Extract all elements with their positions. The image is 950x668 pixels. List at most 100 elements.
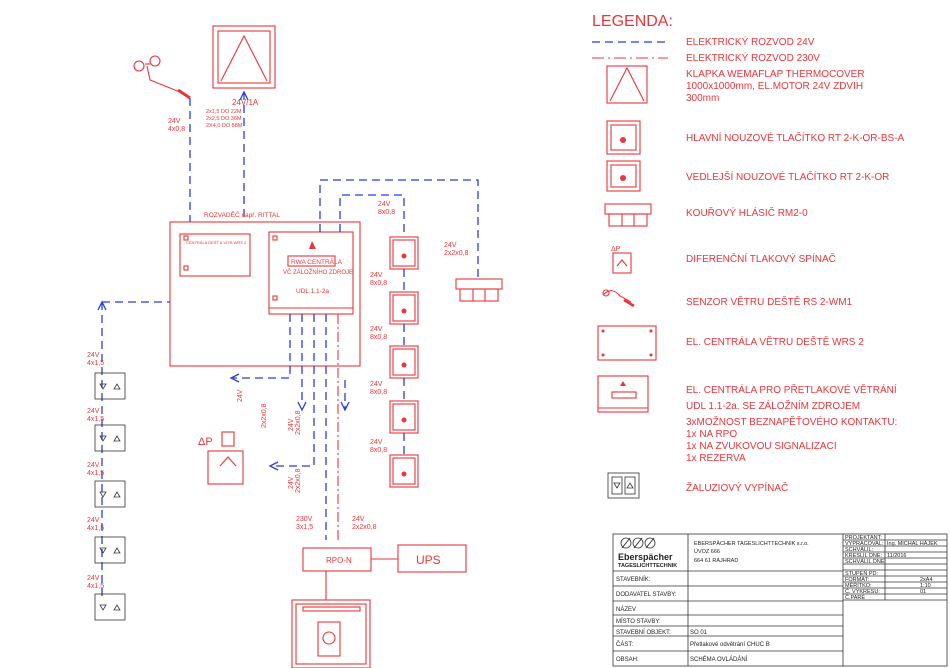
pressure-switch	[207, 450, 244, 485]
svg-text:3x1,5: 3x1,5	[296, 524, 313, 531]
svg-text:ÚVOZ 666: ÚVOZ 666	[694, 548, 720, 555]
legend: LEGENDA: ELEKTRICKÝ ROZVOD 24V ELEKTRICK…	[592, 13, 905, 499]
flap-rating: 24V/1A	[232, 98, 259, 107]
rwa-label-1: RWA CENTRÁLA	[291, 257, 343, 266]
svg-text:FORMÁT:: FORMÁT:	[845, 576, 870, 583]
svg-text:DODAVATEL STAVBY:: DODAVATEL STAVBY:	[616, 592, 677, 598]
sensor-voltage: 24V	[168, 118, 181, 125]
svg-text:EBERSPÄCHER TAGESLICHTTECHNIK: EBERSPÄCHER TAGESLICHTTECHNIK s.r.o.	[694, 540, 809, 547]
svg-text:11/2016: 11/2016	[887, 553, 906, 559]
svg-text:PROJEKTANT:: PROJEKTANT:	[845, 535, 882, 541]
legend-item-flap-3: 300mm	[686, 93, 719, 104]
legend-item-flap-2: 1000x1000mm, EL.MOTOR 24V ZDVIH	[686, 81, 863, 92]
svg-text:Č. VÝKRESU:: Č. VÝKRESU:	[845, 588, 880, 595]
smoke-detector-symbol	[604, 203, 652, 227]
svg-text:24V: 24V	[444, 242, 457, 249]
legend-item-230v: ELEKTRICKÝ ROZVOD 230V	[686, 51, 820, 64]
svg-text:2xA4: 2xA4	[920, 577, 933, 583]
svg-text:TAGESLICHTTECHNIK: TAGESLICHTTECHNIK	[618, 563, 677, 569]
legend-item-blind-switch: ŽALUZIOVÝ VYPÍNAČ	[686, 481, 788, 494]
svg-text:2x2x0,8: 2x2x0,8	[352, 524, 377, 531]
svg-text:STUPEŇ PD:: STUPEŇ PD:	[845, 570, 878, 577]
svg-text:8x0,8: 8x0,8	[370, 389, 387, 396]
smoke-flap	[212, 25, 276, 89]
fan-unit	[291, 571, 371, 668]
svg-text:4x1,5: 4x1,5	[87, 360, 104, 367]
svg-text:NÁZEV: NÁZEV	[616, 606, 636, 613]
svg-text:24V: 24V	[370, 326, 383, 333]
pressure-switch-symbol: ΔP	[611, 246, 632, 274]
rwa-central	[268, 231, 354, 315]
svg-text:664 61 RAJHRAD: 664 61 RAJHRAD	[694, 558, 738, 564]
wire-buttons	[339, 194, 405, 236]
svg-text:24V: 24V	[87, 462, 100, 469]
company-logo: Eberspächer TAGESLICHTTECHNIK	[618, 537, 677, 569]
svg-text:24V: 24V	[352, 516, 365, 523]
wrs-label: CENTRÁLA DEŠŤ A VÍTR WRS 2	[186, 240, 247, 245]
flap-cable-1: 2x1,5 DO 22M	[206, 109, 242, 115]
main-button-symbol	[606, 120, 641, 155]
emergency-buttons	[389, 236, 419, 488]
legend-item-rwa-3: 3xMOŽNOST BEZNAPĚŤOVÉHO KONTAKTU:	[686, 415, 897, 428]
svg-text:Ing. MICHAL HÁJEK: Ing. MICHAL HÁJEK	[887, 540, 938, 547]
svg-text:24V: 24V	[378, 201, 391, 208]
legend-item-rwa-2: UDL 1.1-2a. SE ZÁLOŽNÍM ZDROJEM	[686, 399, 860, 412]
legend-item-wind-central: EL. CENTRÁLA VĚTRU DEŠTĚ WRS 2	[686, 335, 864, 348]
legend-item-rwa-5: 1x NA ZVUKOVOU SIGNALIZACI	[686, 441, 837, 452]
legend-item-rwa-4: 1x NA RPO	[686, 429, 737, 440]
legend-item-rwa-6: 1x REZERVA	[686, 453, 746, 464]
svg-text:24V: 24V	[370, 272, 383, 279]
svg-text:24V: 24V	[87, 517, 100, 524]
ups-label: UPS	[416, 553, 441, 567]
rpo-label: RPO-N	[326, 556, 352, 565]
svg-text:24V: 24V	[87, 408, 100, 415]
wire-smoke-detector	[319, 179, 479, 278]
svg-text:2x2x0,8: 2x2x0,8	[261, 403, 268, 428]
svg-text:2x2x0,8: 2x2x0,8	[295, 468, 302, 493]
svg-text:4x1,5: 4x1,5	[87, 583, 104, 590]
svg-text:SCHVÁLIL:: SCHVÁLIL:	[845, 546, 874, 553]
svg-text:4x1,5: 4x1,5	[87, 525, 104, 532]
pressure-switch-label: ΔP	[198, 436, 213, 448]
schematic: 24V/1A 2x1,5 DO 22M 2x2,5 DO 36M 2X4,0 D…	[87, 25, 503, 668]
svg-text:MĚŘÍTKO:: MĚŘÍTKO:	[845, 581, 872, 589]
svg-text:8x0,8: 8x0,8	[370, 447, 387, 454]
rwa-central-symbol	[597, 375, 649, 413]
svg-text:STAVEBNÍK:: STAVEBNÍK:	[616, 576, 651, 583]
sensor-cable: 4x0,8	[168, 126, 185, 133]
legend-item-rwa-1: EL. CENTRÁLA PRO PŘETLAKOVÉ VĚTRÁNÍ	[686, 383, 897, 396]
svg-text:24V: 24V	[288, 418, 295, 431]
blind-switches	[94, 372, 126, 621]
legend-item-24v: ELEKTRICKÝ ROZVOD 24V	[686, 35, 815, 48]
secondary-button-symbol	[606, 160, 641, 192]
svg-text:Přetlakové odvětrání CHUC B: Přetlakové odvětrání CHUC B	[690, 642, 770, 648]
wind-central-symbol	[597, 325, 657, 361]
svg-text:ČÁST:: ČÁST:	[616, 641, 633, 648]
svg-text:VYPRACOVAL:: VYPRACOVAL:	[845, 541, 884, 547]
svg-text:8x0,8: 8x0,8	[370, 334, 387, 341]
legend-title: LEGENDA:	[592, 13, 673, 30]
svg-text:4x1,5: 4x1,5	[87, 470, 104, 477]
svg-text:8x0,8: 8x0,8	[370, 280, 387, 287]
flap-symbol	[606, 65, 648, 104]
legend-item-smoke-detector: KOUŘOVÝ HLÁSIČ RM2-0	[686, 206, 808, 219]
svg-text:Eberspächer: Eberspächer	[618, 552, 673, 562]
legend-item-main-button: HLAVNÍ NOUZOVÉ TLAČÍTKO RT 2-K-OR-BS-A	[686, 131, 905, 144]
control-cabinet	[169, 221, 361, 367]
wrs-central	[179, 233, 251, 277]
svg-text:8x0,8: 8x0,8	[378, 209, 395, 216]
legend-item-pressure-switch: DIFERENČNÍ TLAKOVÝ SPÍNAČ	[686, 252, 836, 265]
flap-cable-2: 2x2,5 DO 36M	[206, 116, 242, 122]
svg-text:01: 01	[920, 589, 926, 595]
svg-text:4x1,5: 4x1,5	[87, 416, 104, 423]
svg-text:SO 01: SO 01	[690, 630, 708, 636]
svg-text:2x2x0,8: 2x2x0,8	[295, 410, 302, 435]
svg-text:230V: 230V	[296, 516, 313, 523]
rwa-label-2: VČ ZÁLOŽNÍHO ZDROJE	[283, 268, 353, 276]
cabinet-label: ROZVADĚČ např. RITTAL	[204, 210, 280, 219]
title-block: Eberspächer TAGESLICHTTECHNIK EBERSPÄCHE…	[612, 533, 948, 667]
legend-item-flap-1: KLAPKA WEMAFLAP THERMOCOVER	[686, 69, 865, 80]
svg-text:2x2x0,8: 2x2x0,8	[444, 250, 469, 257]
wind-sensor-symbol	[602, 289, 635, 308]
